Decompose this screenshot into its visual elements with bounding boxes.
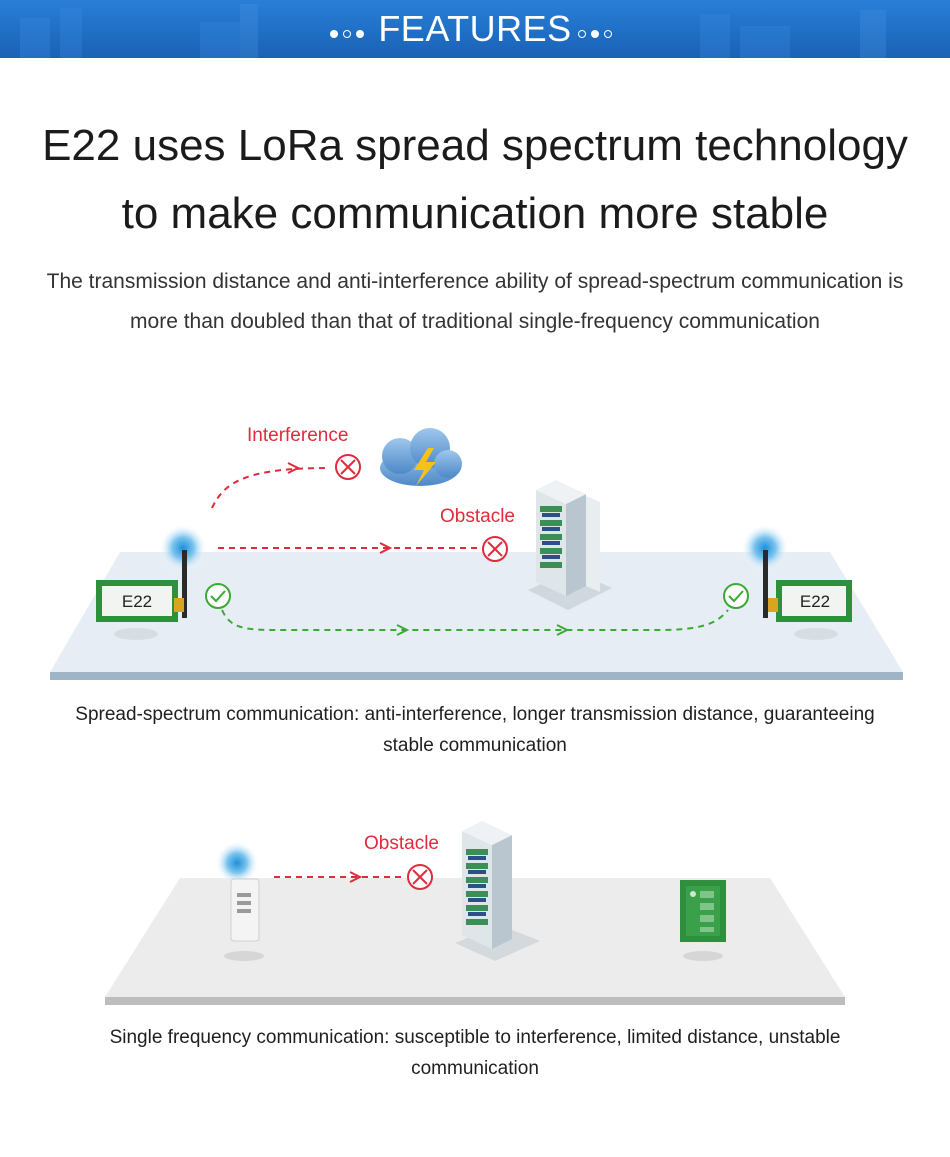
obstacle-label-2: Obstacle bbox=[364, 833, 439, 854]
building-icon-2 bbox=[455, 821, 540, 961]
left-e22-module: E22 bbox=[96, 524, 207, 640]
banner-dots-left bbox=[330, 25, 369, 43]
platform-2-edge bbox=[105, 997, 845, 1005]
receiver-board bbox=[680, 880, 726, 961]
spread-spectrum-arrow-1 bbox=[396, 624, 410, 636]
platform bbox=[50, 552, 903, 672]
interference-path bbox=[211, 467, 331, 509]
right-e22-module: E22 bbox=[741, 524, 852, 640]
platform-edge bbox=[50, 672, 903, 680]
banner-skyline bbox=[20, 4, 886, 58]
obstacle-arrow bbox=[379, 542, 393, 554]
interference-label: Interference bbox=[247, 425, 348, 446]
intro-text: The transmission distance and anti-inter… bbox=[46, 270, 904, 333]
success-check-icon-right bbox=[723, 583, 749, 609]
building-icon bbox=[528, 480, 612, 610]
obstacle-blocked-icon-2 bbox=[407, 864, 433, 890]
page-title-line-2: to make communication more stable bbox=[121, 189, 829, 238]
page-title: E22 uses LoRa spread spectrum technology… bbox=[0, 112, 950, 248]
spread-spectrum-caption: Spread-spectrum communication: anti-inte… bbox=[75, 704, 875, 756]
left-module-label: E22 bbox=[122, 592, 152, 611]
storm-cloud-icon bbox=[380, 428, 462, 486]
interference-arrow bbox=[287, 462, 301, 474]
single-frequency-caption: Single frequency communication: suscepti… bbox=[109, 1027, 841, 1079]
spread-spectrum-diagram: Interference Obstacle bbox=[50, 425, 903, 680]
page-title-line-1: E22 uses LoRa spread spectrum technology bbox=[42, 121, 908, 170]
interference-blocked-icon bbox=[335, 454, 361, 480]
right-module-label: E22 bbox=[800, 592, 830, 611]
features-banner: FEATURES bbox=[0, 0, 950, 58]
obstacle-blocked-icon bbox=[482, 536, 508, 562]
obstacle-label: Obstacle bbox=[440, 506, 515, 527]
spread-spectrum-arrow-2 bbox=[556, 624, 570, 636]
banner-title: FEATURES bbox=[378, 8, 572, 49]
banner-dots-right bbox=[578, 25, 617, 43]
success-check-icon-left bbox=[205, 583, 231, 609]
obstacle-arrow-2 bbox=[349, 871, 363, 883]
remote-transmitter bbox=[215, 841, 264, 961]
single-frequency-diagram: Obstacle bbox=[105, 821, 845, 1005]
